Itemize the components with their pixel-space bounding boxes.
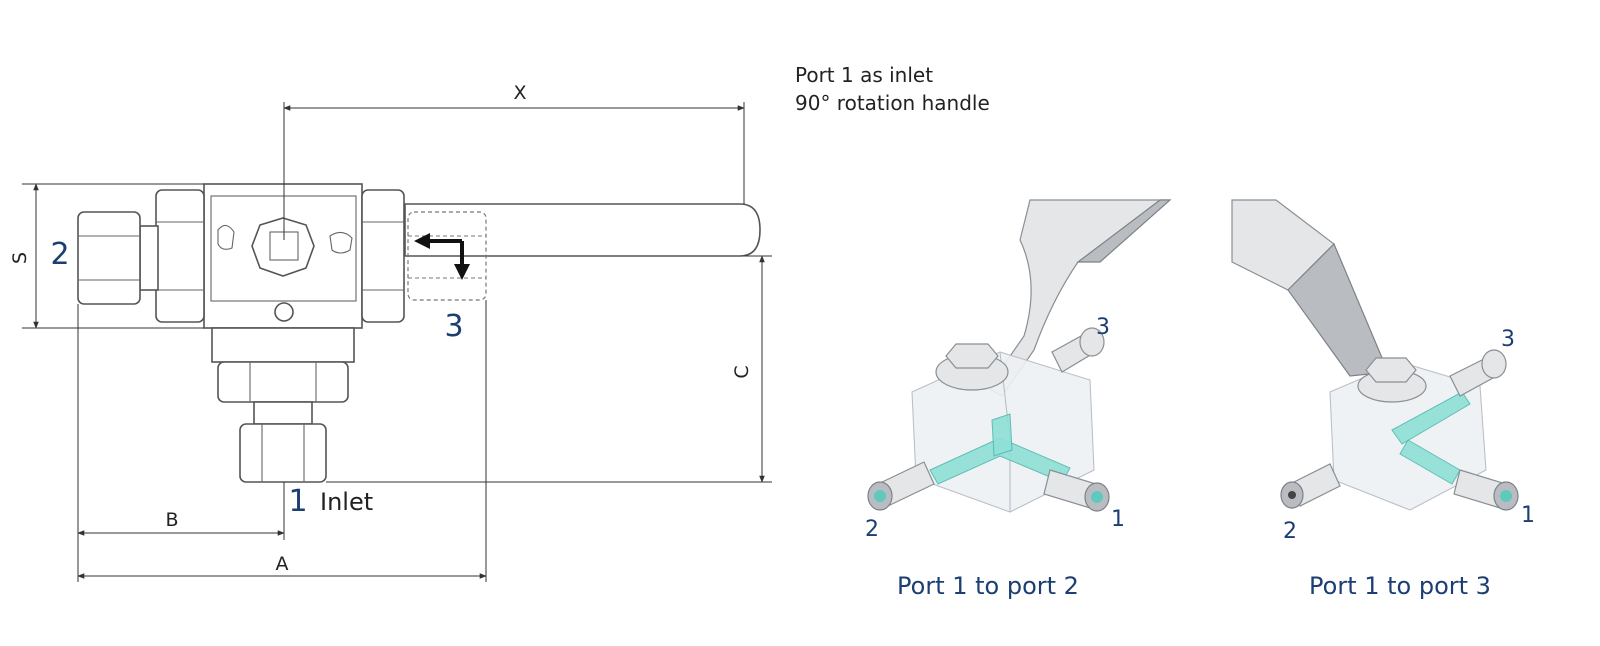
view2-port-2-label: 2 <box>1283 519 1297 544</box>
view2-port-1-label: 1 <box>1521 503 1535 528</box>
view2-port-3-label: 3 <box>1501 327 1515 352</box>
stop-pin <box>274 302 294 322</box>
note-port-inlet: Port 1 as inlet <box>795 63 933 87</box>
stem-nut <box>251 217 315 277</box>
view1-port-1-label: 1 <box>1111 507 1125 532</box>
orthographic-view: X S C B A 2 3 1 Inlet <box>9 82 772 582</box>
dimension-x-label: X <box>513 82 526 104</box>
iso-view-port1-to-port3: 3 2 1 Port 1 to port 3 <box>1231 199 1535 600</box>
dimension-c-label: C <box>731 365 753 378</box>
port-3-label: 3 <box>444 309 463 344</box>
dimension-a-label: A <box>276 553 289 575</box>
view1-caption: Port 1 to port 2 <box>897 572 1079 600</box>
dimension-s-label: S <box>9 252 31 264</box>
dimension-b-label: B <box>165 509 178 531</box>
iso-view-port1-to-port2: 3 2 1 Port 1 to port 2 <box>865 199 1172 600</box>
note-rotation-handle: 90° rotation handle <box>795 91 990 115</box>
view1-port-2-label: 2 <box>865 517 879 542</box>
port-2-label: 2 <box>50 237 69 272</box>
handle <box>404 203 761 257</box>
inlet-label: Inlet <box>320 488 373 516</box>
view1-port-3-label: 3 <box>1096 315 1110 340</box>
view2-caption: Port 1 to port 3 <box>1309 572 1491 600</box>
flow-arrow-icon <box>414 233 470 280</box>
port-1-label: 1 <box>288 484 307 519</box>
